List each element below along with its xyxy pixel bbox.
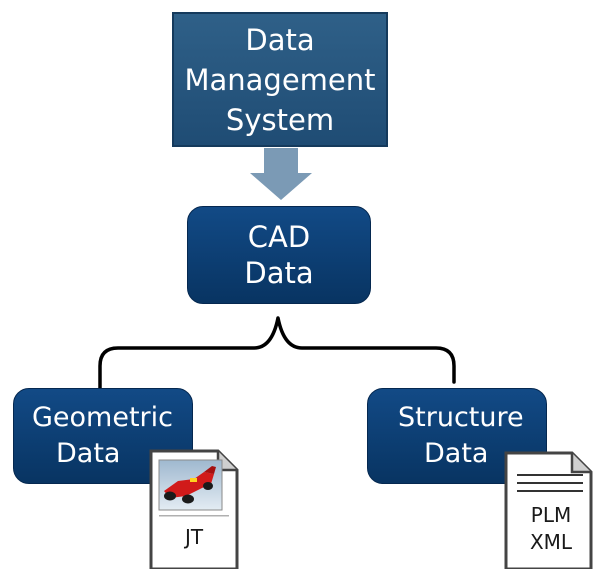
xml-label: XML (529, 530, 573, 554)
cad-line-2: Data (244, 256, 314, 290)
dms-line-1: Data (245, 22, 315, 57)
str-line-2: Data (424, 438, 489, 469)
structure-data-box: Structure Data (367, 388, 547, 484)
jt-label: JT (184, 525, 204, 549)
geo-line-1: Geometric (32, 402, 173, 433)
jt-document-icon (149, 449, 239, 569)
geo-line-2: Data (56, 438, 121, 469)
geometric-data-box: Geometric Data (13, 388, 193, 484)
dms-line-2: Management (184, 62, 376, 97)
plm-label: PLM (530, 503, 572, 527)
race-car-image (164, 466, 216, 504)
cad-line-1: CAD (247, 220, 311, 254)
dms-line-3: System (225, 102, 335, 137)
str-line-1: Structure (398, 402, 524, 433)
document-lines-icon (517, 474, 583, 492)
down-arrow (250, 148, 312, 200)
curly-brace-connector (98, 316, 456, 390)
plm-xml-document-icon (504, 451, 593, 569)
data-management-system-box: Data Management System (172, 12, 388, 147)
cad-data-box: CAD Data (187, 206, 371, 304)
